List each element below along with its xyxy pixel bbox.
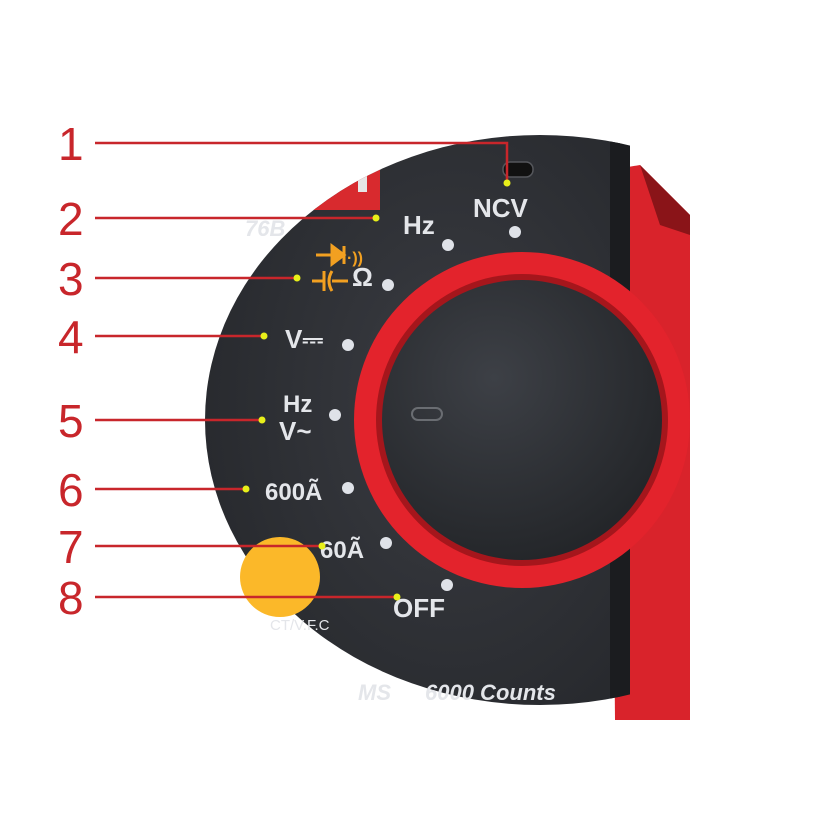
- callout-number-2: 2: [58, 193, 84, 245]
- callout-line-1: [95, 141, 509, 183]
- counts-text: 6000 Counts: [425, 680, 556, 705]
- dial-label-vdc: V⎓: [285, 324, 323, 354]
- rotary-knob[interactable]: [382, 280, 662, 560]
- dial-label-ohm: Ω: [352, 262, 373, 292]
- dial-label-hz-v: Hz: [283, 391, 312, 418]
- function-select-button[interactable]: [240, 537, 320, 617]
- red-housing-edge: [640, 165, 690, 235]
- callout-markers: [242, 179, 511, 601]
- dial-position-dots: [329, 226, 521, 591]
- rms-text-fragment: MS: [358, 680, 391, 705]
- dial-label-600a: 600Ã: [265, 478, 322, 506]
- callout-marker-7: [318, 542, 326, 550]
- dot-60a: [380, 537, 392, 549]
- callout-marker-2: [372, 214, 380, 222]
- callout-number-3: 3: [58, 253, 84, 305]
- brand-logo-letter: [345, 160, 370, 168]
- diode-continuity-capacitance-icon: ·)): [312, 243, 363, 292]
- callout-number-6: 6: [58, 464, 84, 516]
- dot-ohm: [382, 279, 394, 291]
- callout-number-5: 5: [58, 395, 84, 447]
- knob-pointer-indicator: [411, 407, 443, 421]
- dot-600a: [342, 482, 354, 494]
- dial-label-ncv: NCV: [473, 193, 529, 223]
- callout-marker-4: [260, 332, 268, 340]
- dot-hz: [442, 239, 454, 251]
- callout-number-8: 8: [58, 572, 84, 624]
- callout-marker-6: [242, 485, 250, 493]
- model-number-fragment: 76B: [245, 216, 285, 241]
- callout-number-1: 1: [58, 118, 84, 170]
- callout-number-4: 4: [58, 311, 84, 363]
- button-label: CT/V.F.C: [270, 617, 330, 634]
- dot-ncv: [509, 226, 521, 238]
- dial-label-off: OFF: [393, 593, 445, 623]
- dot-off: [441, 579, 453, 591]
- brand-logo-letter-stem: [358, 160, 367, 192]
- callout-lines: [95, 141, 509, 599]
- dial-label-60a: 60Ã: [320, 536, 364, 564]
- callout-marker-5: [258, 416, 266, 424]
- ncv-sensor-window: [502, 161, 534, 178]
- callout-marker-8: [393, 593, 401, 601]
- dial-label-hz: Hz: [403, 210, 435, 240]
- svg-text:·)): ·)): [347, 250, 363, 267]
- callout-marker-3: [293, 274, 301, 282]
- dot-vdc: [342, 339, 354, 351]
- callout-marker-1: [503, 179, 511, 187]
- dial-label-vac: V~: [279, 416, 312, 446]
- dot-vac: [329, 409, 341, 421]
- callout-number-7: 7: [58, 521, 84, 573]
